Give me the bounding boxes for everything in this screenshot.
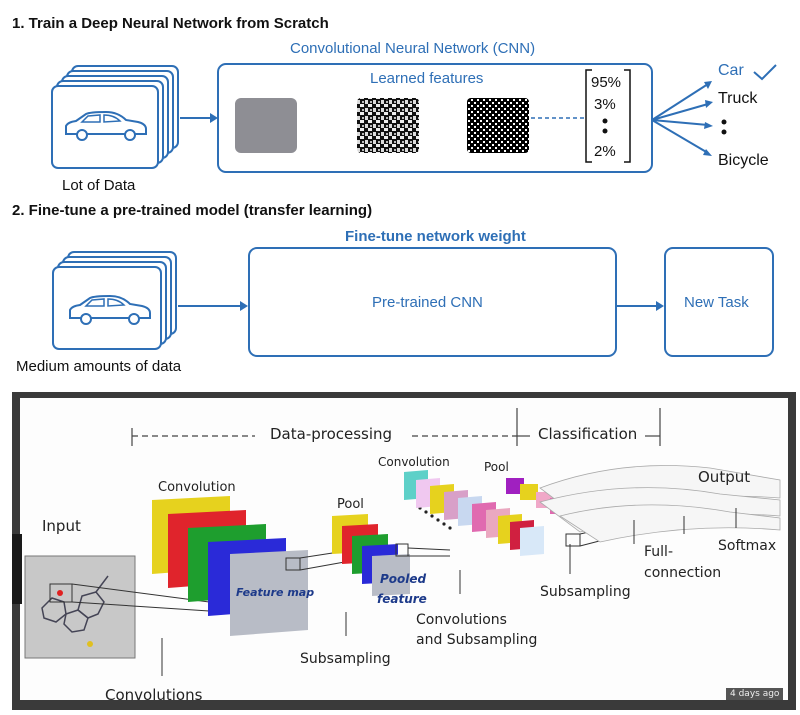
feature-thumb-2 (357, 98, 419, 153)
pooled-feature-label-1: Pooled (380, 572, 427, 586)
data-label-2: Medium amounts of data (16, 358, 182, 375)
convolution-stack-2 (404, 470, 544, 556)
timestamp-badge: 4 days ago (726, 688, 784, 700)
output-ribbons (539, 465, 781, 543)
convolution-label-1: Convolution (158, 480, 236, 495)
convolution-stack-1 (152, 496, 308, 636)
conv-and-sub-label-1: Convolutions (416, 612, 507, 628)
feature-thumb-3 (467, 98, 529, 153)
vector-bracket-right (624, 69, 631, 163)
car-icon (65, 110, 147, 141)
class-car: Car (718, 62, 744, 79)
output-label: Output (698, 468, 751, 486)
check-icon (753, 64, 777, 81)
cnn-box (217, 63, 653, 173)
data-label-1: Lot of Data (62, 177, 136, 194)
dots-transition (418, 506, 452, 530)
cnn-photo-svg (24, 408, 781, 676)
softmax-label: Softmax (718, 538, 777, 554)
section-diagrams-svg (51, 63, 777, 357)
full-connection-label-2: connection (644, 565, 722, 581)
full-connection-label-1: Full- (644, 544, 673, 560)
feature-map-label: Feature map (236, 586, 315, 599)
photo-canvas (20, 398, 788, 700)
class-arrows (651, 83, 709, 154)
prob-1: 95% (591, 74, 622, 91)
features-label: Learned features (370, 70, 484, 87)
new-task-label: New Task (684, 294, 749, 311)
feature-thumb-1 (235, 98, 297, 153)
pool-label-2: Pool (484, 460, 509, 474)
section2-heading: 2. Fine-tune a pre-trained model (transf… (12, 202, 373, 219)
classification-label: Classification (538, 425, 638, 443)
pretrained-label: Pre-trained CNN (372, 294, 483, 311)
pooled-stack-1 (332, 514, 410, 596)
data-processing-label: Data-processing (270, 425, 393, 443)
new-task-box (664, 247, 774, 357)
input-label: Input (42, 517, 81, 535)
conv-and-sub-label-2: and Subsampling (416, 632, 538, 648)
subsampling-bottom-label: Subsampling (300, 651, 391, 667)
cnn-title: Convolutional Neural Network (CNN) (290, 40, 536, 57)
convolutions-bottom-label: Convolutions (105, 686, 203, 704)
class-bicycle: Bicycle (718, 152, 769, 169)
pooled-feature-label-2: feature (377, 592, 427, 606)
subsampling-right-label: Subsampling (540, 584, 631, 600)
car-icon-2 (69, 294, 151, 325)
convolution-label-2: Convolution (378, 455, 450, 469)
finetune-title: Fine-tune network weight (345, 228, 526, 245)
pool-label-1: Pool (337, 497, 364, 512)
class-truck: Truck (718, 90, 758, 107)
pretrained-box (248, 247, 617, 357)
photo-frame (12, 392, 796, 710)
prob-3: 2% (594, 143, 616, 160)
vector-bracket-left (585, 69, 592, 163)
section1-heading: 1. Train a Deep Neural Network from Scra… (12, 15, 329, 32)
input-image (24, 555, 136, 659)
prob-2: 3% (594, 96, 616, 113)
